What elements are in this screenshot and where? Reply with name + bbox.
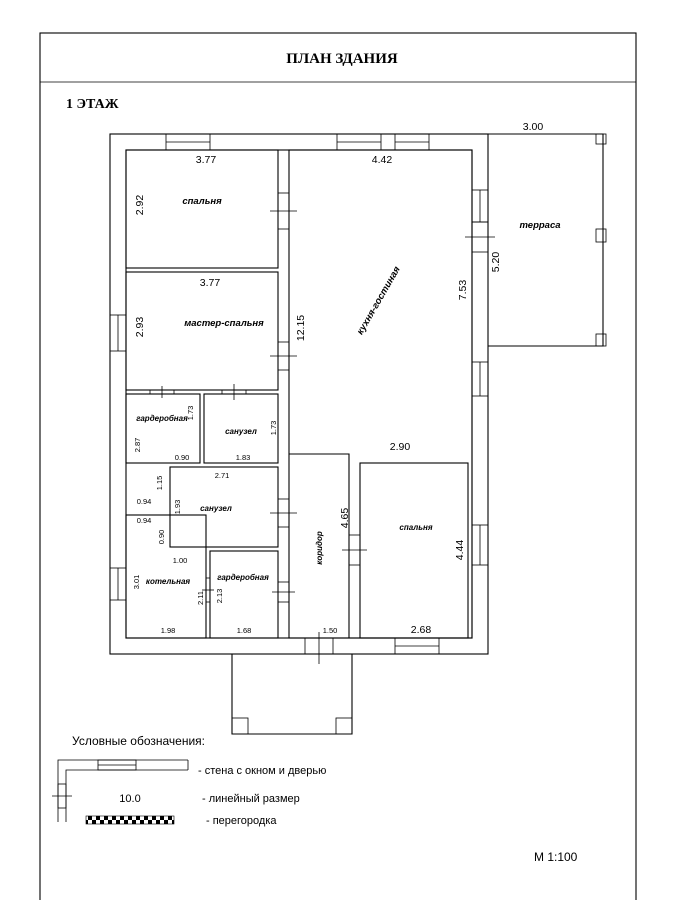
- room-label-wardrobe-2: гардеробная: [217, 573, 269, 582]
- scale-label: М 1:100: [534, 850, 578, 864]
- dim-label: 1.98: [161, 626, 176, 635]
- room-label-corridor: коридор: [315, 531, 324, 565]
- dim-label: 0.90: [175, 453, 190, 462]
- room-label-bedroom: спальня: [182, 196, 222, 207]
- terrace-outline: [488, 133, 607, 347]
- dim-label: 2.11: [196, 591, 205, 605]
- room-label-terrace: терраса: [519, 220, 560, 231]
- dim-label: 3.77: [200, 277, 221, 289]
- legend-partition-label: - перегородка: [206, 815, 277, 827]
- dim-label: 5.20: [490, 252, 502, 273]
- dim-label: 1.83: [236, 453, 251, 462]
- legend-heading: Условные обозначения:: [72, 734, 205, 748]
- dim-label: 3.01: [132, 575, 141, 590]
- floor-label: 1 ЭТАЖ: [66, 97, 119, 112]
- dim-label: 1.00: [173, 556, 188, 565]
- dim-label: 2.71: [215, 471, 230, 480]
- dim-label: 4.42: [372, 154, 393, 166]
- dim-label: 2.87: [133, 438, 142, 453]
- dim-label: 4.65: [339, 508, 351, 529]
- dim-label: 1.73: [186, 406, 195, 421]
- room-label-wardrobe: гардеробная: [136, 414, 188, 423]
- dim-label: 7.53: [457, 280, 469, 301]
- dim-label: 2.13: [215, 589, 224, 604]
- dim-label: 1.93: [173, 500, 182, 515]
- dim-label: 0.94: [137, 516, 152, 525]
- door-marks: [149, 192, 495, 664]
- dim-label: 2.93: [134, 317, 146, 338]
- dim-label: 3.77: [196, 154, 217, 166]
- dim-label: 12.15: [295, 315, 307, 341]
- dim-label: 4.44: [454, 540, 466, 561]
- dim-label: 1.15: [155, 476, 164, 491]
- sheet-frame: [39, 32, 637, 900]
- room-label-bathroom-2: санузел: [200, 504, 232, 513]
- legend-partition-symbol: [85, 815, 175, 825]
- legend-wall-label: - стена с окном и дверью: [198, 765, 326, 777]
- page-title: ПЛАН ЗДАНИЯ: [286, 51, 398, 67]
- room-label-kitchen-living: кухня-гостиная: [355, 264, 403, 336]
- legend-dim-label: - линейный размер: [202, 793, 300, 805]
- dim-label: 0.94: [137, 497, 152, 506]
- room-label-boiler-room: котельная: [146, 577, 191, 586]
- dim-label: 0.90: [157, 530, 166, 545]
- dim-label: 1.73: [269, 421, 278, 436]
- dim-label: 3.00: [523, 121, 544, 133]
- room-label-bathroom: санузел: [225, 427, 257, 436]
- dim-label: 1.50: [323, 626, 338, 635]
- dim-label: 2.92: [134, 195, 146, 216]
- dim-label: 2.90: [390, 441, 411, 453]
- windows: [109, 133, 489, 655]
- room-label-bedroom-2: спальня: [399, 523, 432, 532]
- porch-outline: [231, 654, 353, 735]
- legend-dim-value: 10.0: [119, 793, 140, 805]
- room-label-master-bedroom: мастер-спальня: [184, 318, 264, 329]
- dim-label: 2.68: [411, 624, 432, 636]
- dim-label: 1.68: [237, 626, 252, 635]
- legend-wall-symbol: [52, 759, 189, 822]
